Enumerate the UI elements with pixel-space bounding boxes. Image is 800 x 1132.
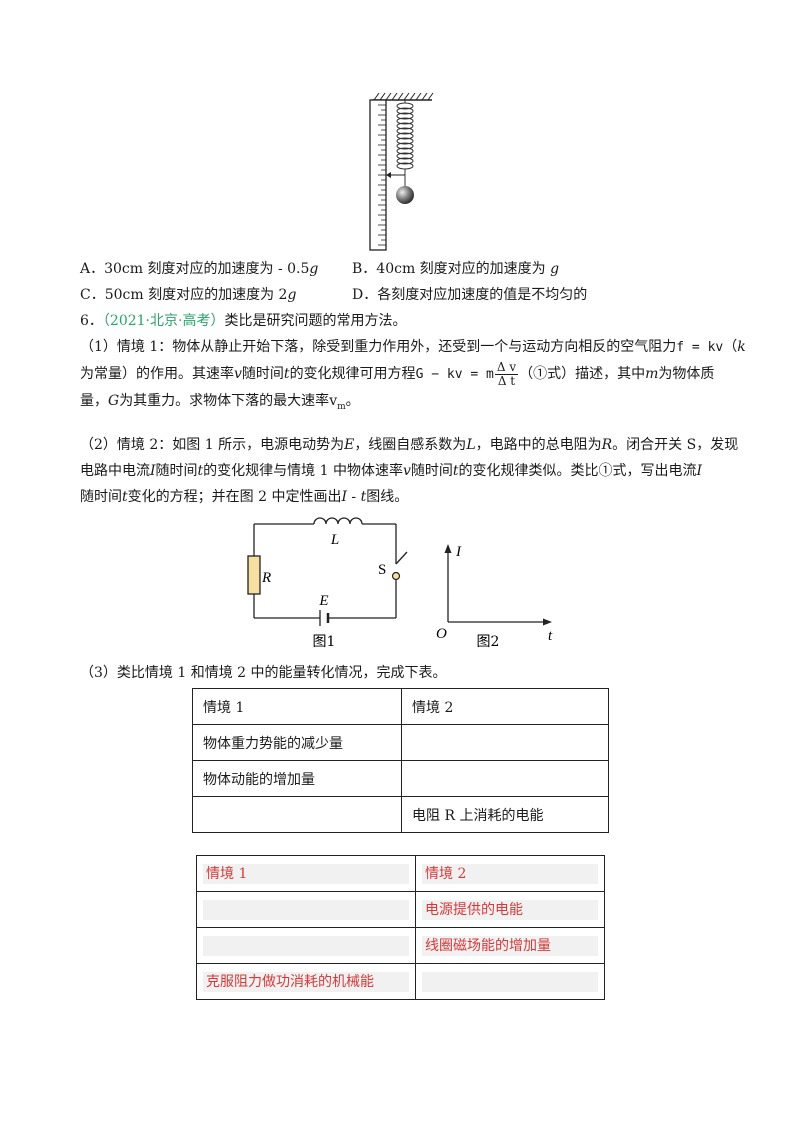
table-cell: 物体动能的增加量 [192, 760, 402, 797]
table-cell [401, 760, 609, 797]
answer-cell [203, 899, 409, 920]
table-row: 线圈磁场能的增加量 [196, 927, 605, 964]
it-axes-figure: I O t 图2 [436, 544, 553, 650]
table-row: 物体动能的增加量 [192, 760, 609, 797]
table-row: 情境 1 情境 2 [192, 688, 609, 725]
part1-line1: （1）情境 1：物体从静止开始下落，除受到重力作用外，还受到一个与运动方向相反的… [80, 339, 746, 355]
axis-t-label: t [548, 628, 553, 644]
table-row: 电源提供的电能 [196, 891, 605, 928]
answer-cell: 情境 1 [203, 863, 409, 884]
table-row: 电阻 R 上消耗的电能 [192, 796, 609, 833]
answer-cell [203, 935, 409, 956]
axis-i-label: I [455, 544, 462, 560]
circuit-figure: L R S E 图1 [247, 517, 408, 650]
figure1-caption: 图1 [313, 634, 336, 650]
part3-text: （3）类比情境 1 和情境 2 中的能量转化情况，完成下表。 [80, 665, 447, 681]
spring-ruler-figure [369, 92, 434, 251]
table-cell [192, 796, 402, 833]
table-row: 物体重力势能的减少量 [192, 724, 609, 761]
question-source: （2021·北京·高考） [102, 313, 225, 329]
emf-label: E [318, 593, 328, 609]
table-cell: 情境 1 [192, 688, 402, 725]
answer-table: 情境 1 情境 2 电源提供的电能 线圈磁场能的增加量 克服阻力做功消耗的机械能 [196, 855, 605, 1000]
answer-cell: 情境 2 [422, 863, 598, 884]
option-b: B．40cm 刻度对应的加速度为 g [352, 261, 560, 277]
figure2-caption: 图2 [477, 634, 500, 650]
table-cell [401, 724, 609, 761]
origin-label: O [436, 626, 447, 642]
resistor-label: R [261, 570, 271, 586]
answer-cell: 线圈磁场能的增加量 [422, 935, 598, 956]
answer-cell [422, 971, 598, 992]
option-d: D．各刻度对应加速度的值是不均匀的 [352, 287, 588, 303]
inductor-label: L [330, 532, 339, 548]
table-cell: 情境 2 [401, 688, 609, 725]
question-header: 6．（2021·北京·高考）类比是研究问题的常用方法。 [80, 313, 407, 329]
part2-line1: （2）情境 2：如图 1 所示，电源电动势为E，线圈自感系数为L，电路中的总电阻… [80, 437, 739, 453]
switch-label: S [378, 562, 386, 578]
table-cell: 电阻 R 上消耗的电能 [401, 796, 609, 833]
part2-line2: 电路中电流I随时间t的变化规律与情境 1 中物体速率v随时间t的变化规律类似。类… [80, 463, 703, 479]
part2-line3: 随时间t变化的方程；并在图 2 中定性画出I - t图线。 [80, 489, 409, 505]
part1-line3: 量，G为其重力。求物体下落的最大速率vm。 [80, 393, 360, 412]
table-cell: 物体重力势能的减少量 [192, 724, 402, 761]
option-a: A．30cm 刻度对应的加速度为 - 0.5g [80, 261, 319, 277]
answer-cell: 电源提供的电能 [422, 899, 598, 920]
answer-cell: 克服阻力做功消耗的机械能 [203, 971, 409, 992]
table-row: 克服阻力做功消耗的机械能 [196, 963, 605, 1000]
table-row: 情境 1 情境 2 [196, 855, 605, 892]
comparison-table: 情境 1 情境 2 物体重力势能的减少量 物体动能的增加量 电阻 R 上消耗的电… [192, 688, 609, 833]
option-c: C．50cm 刻度对应的加速度为 2g [80, 287, 297, 303]
